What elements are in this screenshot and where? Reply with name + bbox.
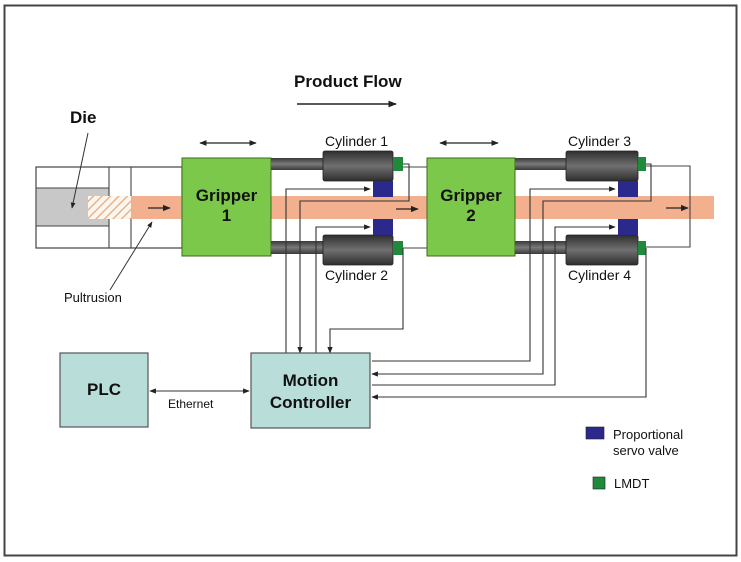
cylinder-1-label: Cylinder 1 (325, 133, 389, 149)
motion-controller-label: Motion Controller (251, 370, 370, 414)
legend-swatch-servo-valve (585, 426, 605, 440)
plc-box (59, 352, 149, 428)
gripper-2-label-line2: 2 (466, 206, 476, 225)
motion-controller-label-line1: Motion (282, 371, 339, 390)
gripper-1-label-line2: 1 (221, 206, 232, 225)
pultrusion-bar (131, 196, 714, 219)
lmdt-sensor (393, 241, 403, 255)
legend-lmdt-label: LMDT (614, 476, 650, 491)
right-frame-line (640, 165, 691, 248)
lmdt-sensor (393, 157, 403, 171)
pultrusion-pointer (109, 221, 153, 291)
gripper-1 (181, 157, 272, 257)
ethernet-label: Ethernet (168, 397, 214, 411)
curing-zone-hatch (88, 196, 131, 219)
servo-valve (618, 219, 638, 235)
cylinder-3-label: Cylinder 3 (568, 133, 632, 149)
servo-valve (373, 181, 393, 197)
wiring-left (285, 163, 410, 354)
servo-valve (618, 181, 638, 197)
gripper-1-label-line1: Gripper (195, 186, 258, 205)
gripper-2-label: Gripper 2 (427, 186, 515, 226)
lmdt-sensor (638, 157, 646, 171)
cylinder-2-label: Cylinder 2 (325, 267, 389, 283)
cylinder-3 (515, 150, 646, 197)
lmdt-sensor (638, 241, 646, 255)
gripper-2-label-line1: Gripper (440, 186, 502, 205)
cylinder-2 (271, 219, 403, 266)
motion-controller-label-line2: Controller (269, 393, 352, 412)
legend-swatch-lmdt (592, 476, 606, 490)
cylinder-1 (271, 150, 403, 197)
legend-servo-valve-label: Proportional servo valve (613, 427, 683, 459)
cylinder-4 (515, 219, 646, 266)
legend-servo-valve-line2: servo valve (613, 443, 679, 458)
legend-servo-valve-line1: Proportional (613, 427, 684, 442)
product-flow-title: Product Flow (294, 72, 402, 91)
plc-label: PLC (87, 380, 121, 399)
motion-controller-box (250, 352, 371, 429)
cylinder-4-label: Cylinder 4 (568, 267, 632, 283)
pultrusion-label: Pultrusion (64, 290, 122, 305)
die-label: Die (70, 108, 97, 127)
wiring-right (371, 163, 652, 400)
gripper-2 (426, 157, 516, 257)
outer-border (3, 4, 738, 557)
die-pointer (70, 132, 89, 209)
gripper-1-label: Gripper 1 (182, 186, 271, 226)
servo-valve (373, 219, 393, 235)
